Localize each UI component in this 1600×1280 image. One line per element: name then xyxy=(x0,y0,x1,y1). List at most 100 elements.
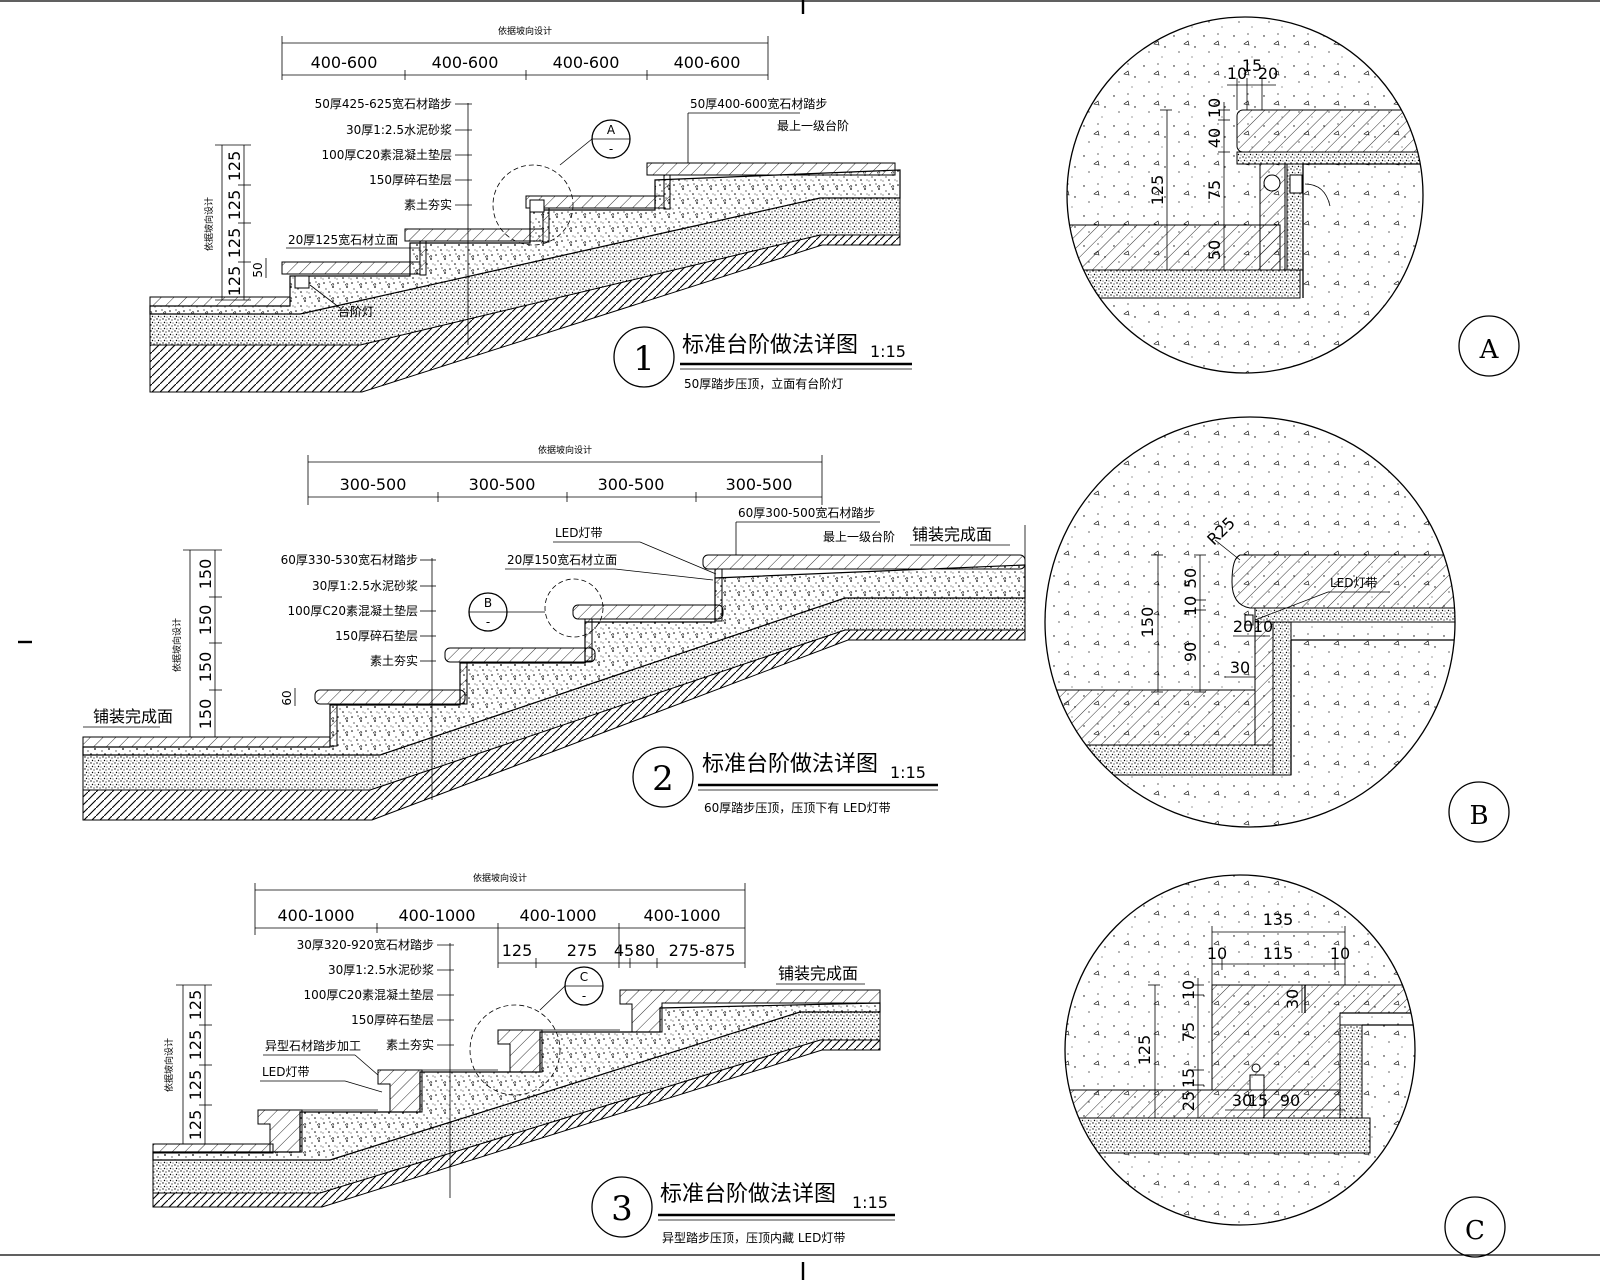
detail-number: 3 xyxy=(611,1189,633,1229)
riser xyxy=(459,661,468,705)
v-dim: 90 xyxy=(1181,642,1200,662)
height-dim-2: 125 xyxy=(186,1030,205,1061)
detail-label: A xyxy=(1479,335,1500,365)
step-lamp-icon xyxy=(294,275,310,289)
tread-1 xyxy=(281,261,421,275)
inner-dim: 30 xyxy=(1283,989,1302,1009)
overall-dim-label: 依据坡向设计 xyxy=(473,872,527,884)
special-tread-top xyxy=(619,989,881,1033)
detail-subtitle: 60厚踏步压顶，压顶下有 LED灯带 xyxy=(704,801,891,815)
height-dim-4: 125 xyxy=(225,266,244,297)
height-label: 依据坡向设计 xyxy=(171,618,183,672)
detail-subtitle: 异型踏步压顶，压顶内藏 LED灯带 xyxy=(662,1231,845,1245)
layer-label: 50厚425-625宽石材踏步 xyxy=(315,96,452,111)
detail-label-circle xyxy=(1444,1196,1506,1258)
layer-label: 60厚330-530宽石材踏步 xyxy=(281,552,418,567)
riser xyxy=(542,207,550,243)
h-dim: 10 xyxy=(1253,617,1273,636)
detail-subtitle: 50厚踏步压顶，立面有台阶灯 xyxy=(684,376,843,391)
top-step-label: 最上一级台阶 xyxy=(777,118,849,133)
bottom-dim: 90 xyxy=(1280,1091,1300,1110)
led-strip-icon xyxy=(1244,614,1254,626)
width-dim-4: 400-600 xyxy=(674,53,741,72)
tread-top xyxy=(646,162,896,176)
paving-label: 铺装完成面 xyxy=(778,964,858,983)
v-dim: 10 xyxy=(1205,98,1224,118)
layer-label: 150厚碎石垫层 xyxy=(351,1012,434,1027)
lamp-label: 台阶灯 xyxy=(338,304,374,319)
detail-title: 标准台阶做法详图 xyxy=(682,333,858,358)
width-dim-4: 400-1000 xyxy=(643,906,720,925)
tread-top xyxy=(702,554,1026,570)
width-dim-2: 400-1000 xyxy=(398,906,475,925)
h-dim: 20 xyxy=(1233,617,1253,636)
detail-label: C xyxy=(1465,1216,1485,1246)
detail-label-circle xyxy=(1458,315,1520,377)
height-dim-1: 150 xyxy=(196,559,215,590)
detail-scale: 1:15 xyxy=(852,1193,888,1212)
detail-label-circle xyxy=(1448,781,1510,843)
riser xyxy=(419,240,427,276)
overall-dim-label: 依据坡向设计 xyxy=(538,444,592,456)
enlarged-detail-b: 150 50 10 90 R25 LED灯带 20 10 30 B xyxy=(1044,416,1510,843)
v-dim: 40 xyxy=(1205,128,1224,148)
concrete-body xyxy=(149,169,901,315)
tread-3 xyxy=(525,195,665,209)
layer-label: 30厚1:2.5水泥砂浆 xyxy=(312,578,418,593)
detail-label: B xyxy=(1469,801,1488,831)
top-dim: 10 xyxy=(1227,64,1247,83)
overall-dim: 125 xyxy=(1148,175,1167,206)
top-tread-label: 50厚400-600宽石材踏步 xyxy=(690,96,827,111)
special-tread-2 xyxy=(377,1069,423,1113)
riser xyxy=(714,568,723,622)
sub-width-dim: 275-875 xyxy=(669,941,736,960)
concrete-body xyxy=(82,564,1026,756)
layer-label: 30厚320-920宽石材踏步 xyxy=(297,937,434,952)
sub-width-dim: 275 xyxy=(567,941,598,960)
callout-sub: - xyxy=(486,615,490,629)
layer-label: 30厚1:2.5水泥砂浆 xyxy=(346,122,452,137)
detail-number-circle xyxy=(613,326,675,388)
width-dim-4: 300-500 xyxy=(726,475,793,494)
callout-sub: - xyxy=(609,142,613,156)
paving-label-top: 铺装完成面 xyxy=(912,525,992,544)
callout-sub: - xyxy=(582,989,586,1003)
top-step-label: 最上一级台阶 xyxy=(823,529,895,544)
detail-2-section: 依据坡向设计 300-500 300-500 300-500 300-500 依… xyxy=(82,444,1026,821)
paving-strip xyxy=(82,736,331,748)
led-label: LED灯带 xyxy=(1330,576,1378,590)
v-dim: 10 xyxy=(1179,980,1198,1000)
top-dim: 15 xyxy=(1242,56,1262,75)
riser-label: 20厚125宽石材立面 xyxy=(288,232,398,247)
top-tread-label: 60厚300-500宽石材踏步 xyxy=(738,505,875,520)
lamp-icon xyxy=(1263,174,1281,192)
callout-circle xyxy=(544,578,604,638)
detail-circle xyxy=(1066,16,1424,374)
detail-scale: 1:15 xyxy=(870,342,906,361)
width-dim-3: 400-600 xyxy=(553,53,620,72)
small-dim: 50 xyxy=(251,262,265,277)
layer-label: 素土夯实 xyxy=(404,197,452,212)
overall-dim: 150 xyxy=(1138,607,1157,638)
v-dim: 25 xyxy=(1179,1091,1198,1111)
detail-scale: 1:15 xyxy=(890,763,926,782)
callout-circle xyxy=(469,1004,561,1096)
callout-letter: A xyxy=(607,123,616,137)
enlarged-detail-c: 135 10 115 10 125 10 75 15 25 30 30 15 9… xyxy=(1064,874,1506,1258)
height-dim-2: 150 xyxy=(196,605,215,636)
height-label: 依据坡向设计 xyxy=(203,197,215,251)
small-dim: 60 xyxy=(280,690,294,705)
step-lamp-icon xyxy=(529,199,545,213)
special-tread-3 xyxy=(497,1029,543,1073)
sub-width-dim: 125 xyxy=(502,941,533,960)
top-dim: 115 xyxy=(1263,944,1294,963)
layer-label: 100厚C20素混凝土垫层 xyxy=(321,147,452,162)
layer-label: 30厚1:2.5水泥砂浆 xyxy=(328,962,434,977)
h-dim: 30 xyxy=(1230,658,1250,677)
v-dim: 10 xyxy=(1181,596,1200,616)
paving-strip xyxy=(152,1143,274,1154)
paving-label-left: 铺装完成面 xyxy=(93,707,173,726)
led-label: LED灯带 xyxy=(262,1065,310,1079)
enlarged-detail-a: 125 10 40 75 50 10 15 20 A xyxy=(1066,16,1520,377)
